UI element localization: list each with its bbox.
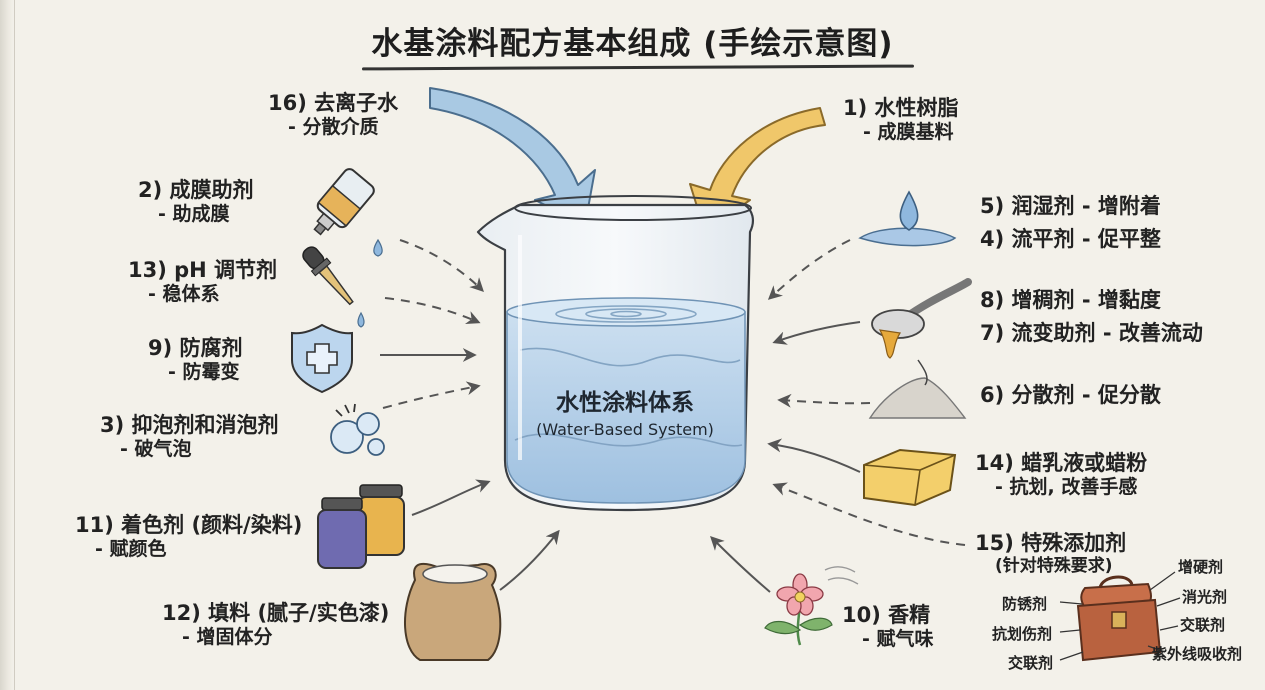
label-thickener: 8) 增稠剂 - 增黏度 xyxy=(980,288,1161,312)
water-splash-icon xyxy=(858,190,957,247)
special-uv-absorber: 紫外线吸收剂 xyxy=(1152,645,1243,663)
label-defoamer: 3) 抑泡剂和消泡剂 - 破气泡 xyxy=(100,413,279,461)
water-arrow xyxy=(429,87,596,226)
special-anti-scratch: 抗划伤剂 xyxy=(992,625,1053,643)
label-wetting: 5) 润湿剂 - 增附着 xyxy=(980,194,1161,218)
label-wax: 14) 蜡乳液或蜡粉 - 抗划, 改善手感 xyxy=(975,451,1148,499)
label-dispersant: 6) 分散剂 - 促分散 xyxy=(980,383,1161,407)
flower-icon xyxy=(764,566,859,646)
label-resin: 1) 水性树脂 - 成膜基料 xyxy=(843,96,959,144)
dropper-icon xyxy=(302,246,354,306)
diagram-title: 水基涂料配方基本组成 (手绘示意图) xyxy=(371,26,894,62)
drop-icon xyxy=(373,238,383,257)
special-matting: 消光剂 xyxy=(1182,588,1228,606)
coalescent-bottle-icon xyxy=(313,168,375,236)
toolbox-icon xyxy=(1076,575,1162,662)
powder-pile-icon xyxy=(868,359,967,419)
label-coalescent: 2) 成膜助剂 - 助成膜 xyxy=(138,178,254,226)
label-preservative: 9) 防腐剂 - 防霉变 xyxy=(148,336,243,384)
right-arrows xyxy=(710,239,966,593)
label-rheology: 7) 流变助剂 - 改善流动 xyxy=(980,321,1203,345)
pigment-jars-icon xyxy=(317,484,405,569)
special-crosslinker-left: 交联剂 xyxy=(1008,654,1054,672)
label-filler: 12) 填料 (腻子/实色漆) - 增固体分 xyxy=(162,601,390,649)
special-crosslinker-right: 交联剂 xyxy=(1180,616,1226,634)
toolbox-leader-lines xyxy=(1059,571,1181,661)
label-ph-adjuster: 13) pH 调节剂 - 稳体系 xyxy=(128,258,278,306)
wax-block-icon xyxy=(863,448,957,507)
bubbles-icon xyxy=(330,403,385,456)
label-fragrance: 10) 香精 - 赋气味 xyxy=(842,603,934,651)
left-arrows xyxy=(380,239,560,591)
system-subtitle: (Water-Based System) xyxy=(536,420,714,439)
label-leveling: 4) 流平剂 - 促平整 xyxy=(980,227,1161,251)
label-colorant: 11) 着色剂 (颜料/染料) - 赋颜色 xyxy=(75,513,303,561)
label-deionized-water: 16) 去离子水 - 分散介质 xyxy=(268,91,399,139)
filler-sack-icon xyxy=(404,562,502,661)
special-anti-rust: 防锈剂 xyxy=(1002,595,1048,613)
spoon-honey-icon xyxy=(871,278,972,359)
beaker xyxy=(476,195,754,512)
shield-icon xyxy=(291,323,353,394)
system-title: 水性涂料体系 xyxy=(556,390,694,416)
paper-edge xyxy=(0,0,15,690)
special-hardener: 增硬剂 xyxy=(1178,558,1224,576)
label-special: 15) 特殊添加剂 (针对特殊要求) xyxy=(975,531,1127,577)
